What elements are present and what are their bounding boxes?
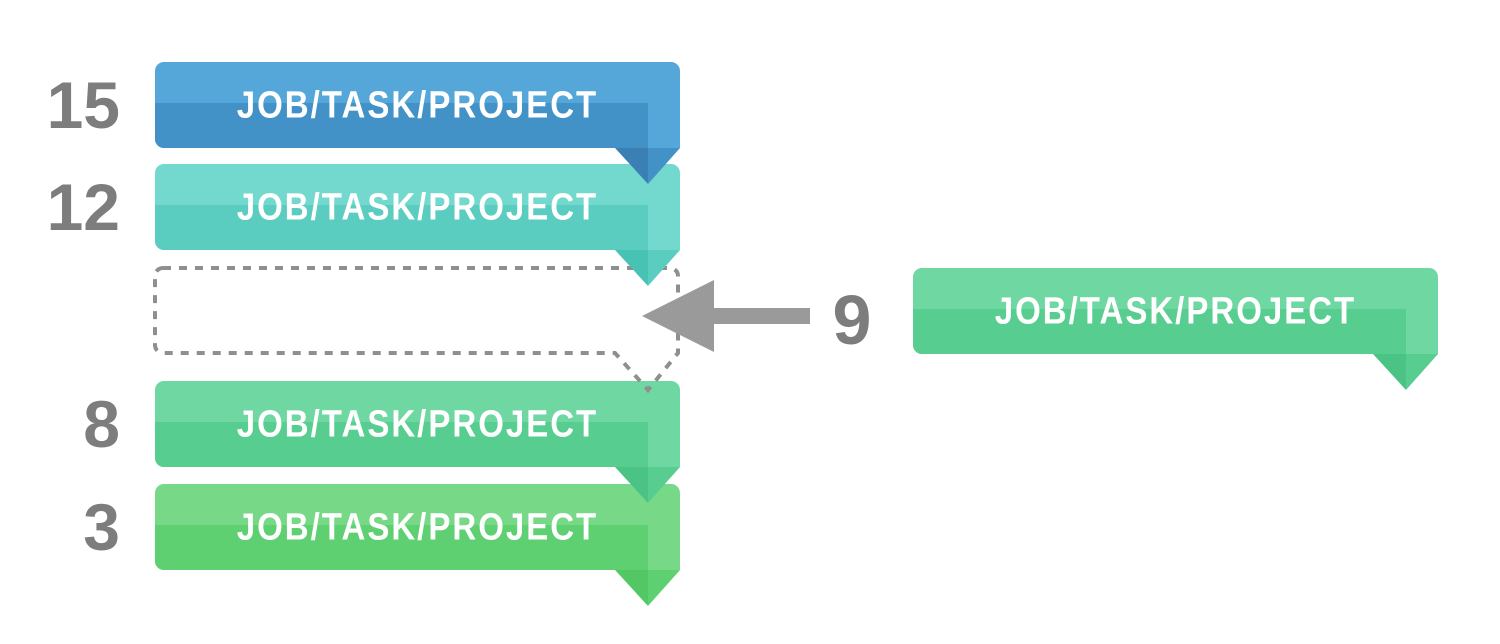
queue-item-label: JOB/TASK/PROJECT — [155, 164, 680, 250]
ribbon-tail — [648, 250, 680, 286]
arrow-shape — [642, 280, 810, 352]
queue-item-8: JOB/TASK/PROJECT — [155, 381, 680, 503]
ribbon-shape — [155, 164, 680, 286]
queue-item-label-text: JOB/TASK/PROJECT — [236, 83, 599, 126]
ribbon-tail — [648, 467, 680, 503]
queue-item-12: JOB/TASK/PROJECT — [155, 164, 680, 286]
ribbon-tail-shadow — [615, 570, 648, 606]
ribbon-shape — [155, 62, 680, 184]
ribbon-tail-shadow — [615, 148, 648, 184]
queue-item-label: JOB/TASK/PROJECT — [155, 484, 680, 570]
ribbon-tail-shadow — [615, 467, 648, 503]
insert-arrow-icon — [640, 278, 812, 356]
ribbon-shape — [155, 381, 680, 503]
ribbon-tail — [648, 570, 680, 606]
placeholder-dashed-border — [153, 266, 680, 394]
incoming-item-label-text: JOB/TASK/PROJECT — [994, 289, 1357, 332]
ribbon-lower-band — [155, 103, 648, 148]
queue-item-label: JOB/TASK/PROJECT — [155, 62, 680, 148]
arrow-shaft — [714, 308, 810, 324]
placeholder-outline — [153, 266, 680, 394]
queue-item-label-text: JOB/TASK/PROJECT — [236, 185, 599, 228]
ribbon-lower-band — [155, 205, 648, 250]
ribbon-tail-shadow — [615, 250, 648, 286]
queue-item-label-text: JOB/TASK/PROJECT — [236, 505, 599, 548]
incoming-item-priority: 9 — [832, 281, 872, 359]
queue-item-priority-5: 3 — [83, 490, 120, 564]
incoming-item-label: JOB/TASK/PROJECT — [913, 268, 1438, 354]
queue-item-3: JOB/TASK/PROJECT — [155, 484, 680, 606]
incoming-item-9: JOB/TASK/PROJECT — [913, 268, 1438, 390]
ribbon-shape — [913, 268, 1438, 390]
ribbon-tail-shadow — [1373, 354, 1406, 390]
ribbon-lower-band — [155, 422, 648, 467]
ribbon-tail — [648, 148, 680, 184]
ribbon-tail — [1406, 354, 1438, 390]
queue-item-priority-4: 8 — [83, 387, 120, 461]
queue-item-label: JOB/TASK/PROJECT — [155, 381, 680, 467]
placeholder-slot — [152, 265, 681, 396]
ribbon-lower-band — [155, 525, 648, 570]
ribbon-lower-band — [913, 309, 1406, 354]
queue-item-15: JOB/TASK/PROJECT — [155, 62, 680, 184]
queue-item-label-text: JOB/TASK/PROJECT — [236, 402, 599, 445]
arrow-head — [642, 280, 714, 352]
queue-item-priority-1: 15 — [46, 68, 120, 142]
queue-item-priority-2: 12 — [46, 170, 120, 244]
ribbon-shape — [155, 484, 680, 606]
